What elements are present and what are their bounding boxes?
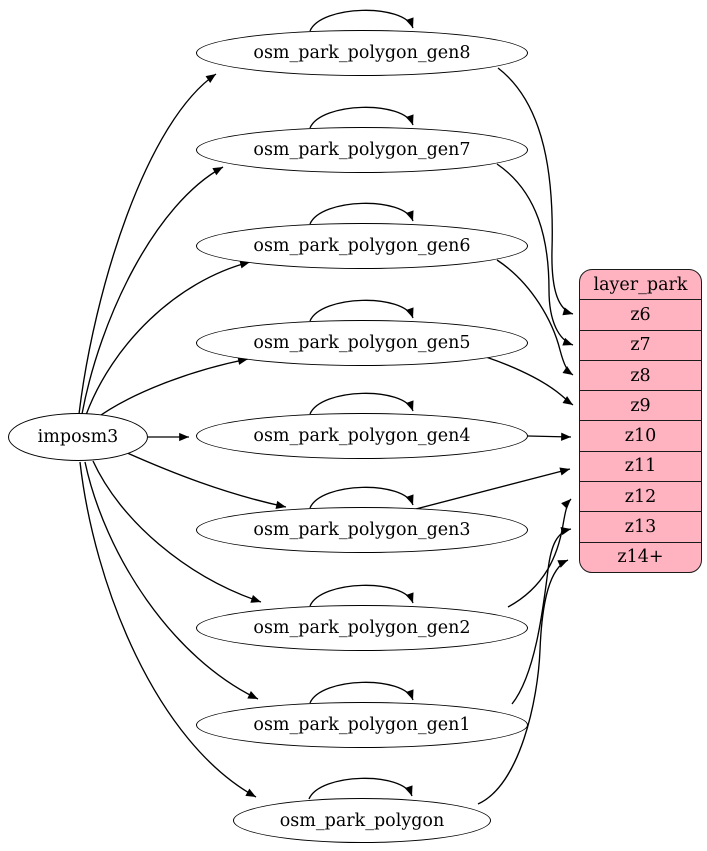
layer-park-row-z14plus: z14+ [580,541,701,572]
edge-imposm3-to-gen2 [92,460,262,603]
node-label: osm_park_polygon_gen4 [253,426,471,446]
edge-imposm3-to-gen3 [124,451,287,509]
layer-park-row-z8: z8 [580,359,701,390]
node-label: osm_park_polygon [279,810,445,831]
edge-gen4-to-z10 [527,432,572,441]
self-loop-gen1 [309,681,414,704]
node-osm-park-polygon-gen4: osm_park_polygon_gen4 [196,413,528,459]
node-label: osm_park_polygon_gen3 [253,520,471,540]
edge-imposm3-to-gen1 [84,461,259,700]
edge-osm-park-polygon-to-z14 [477,559,569,805]
edge-gen3-to-z11 [411,467,571,511]
edge-gen2-to-z12 [507,498,572,608]
node-label: osm_park_polygon_gen6 [253,236,471,256]
node-label: osm_park_polygon_gen1 [253,715,471,735]
self-loop-gen7 [309,106,414,129]
node-osm-park-polygon-gen3: osm_park_polygon_gen3 [196,507,528,553]
node-label: osm_park_polygon_gen2 [253,618,471,638]
self-loop-osm-park-polygon [308,777,413,800]
layer-park-row-z10: z10 [580,420,701,450]
node-osm-park-polygon-gen8: osm_park_polygon_gen8 [196,30,528,76]
edge-gen6-to-z8 [496,259,574,376]
node-layer-park: layer_park z6 z7 z8 z9 z10 z11 z12 z13 z… [579,269,702,573]
node-osm-park-polygon-gen1: osm_park_polygon_gen1 [196,702,528,748]
self-loop-gen6 [309,202,414,225]
edge-gen5-to-z9 [485,356,574,406]
edge-gen1-to-z13 [511,527,572,705]
layer-park-row-z11: z11 [580,450,701,481]
edge-imposm3-to-gen6 [85,260,251,416]
node-label: osm_park_polygon_gen5 [253,333,471,353]
layer-park-row-z6: z6 [580,299,701,329]
node-osm-park-polygon: osm_park_polygon [233,798,491,843]
layer-park-row-z13: z13 [580,511,701,541]
self-loop-gen2 [309,584,414,607]
node-label: osm_park_polygon_gen8 [253,43,471,63]
layer-park-row-z12: z12 [580,481,701,511]
node-imposm3-label: imposm3 [37,427,119,447]
node-osm-park-polygon-gen5: osm_park_polygon_gen5 [196,320,528,366]
layer-park-row-z9: z9 [580,390,701,420]
layer-park-row-z7: z7 [580,329,701,360]
edge-imposm3-to-gen8 [78,73,217,415]
node-label: osm_park_polygon_gen7 [253,140,471,160]
node-osm-park-polygon-gen7: osm_park_polygon_gen7 [196,127,528,173]
self-loop-gen3 [309,486,414,509]
node-osm-park-polygon-gen2: osm_park_polygon_gen2 [196,605,528,651]
node-imposm3: imposm3 [8,413,148,461]
edge-imposm3-to-osm-park-polygon [79,461,257,798]
self-loop-gen8 [309,9,414,32]
edge-gen8-to-z6 [497,67,574,316]
layer-park-title: layer_park [593,274,688,295]
edge-imposm3-to-gen7 [81,166,224,415]
self-loop-gen4 [309,392,414,415]
edge-imposm3-to-gen5 [93,356,249,421]
node-osm-park-polygon-gen6: osm_park_polygon_gen6 [196,223,528,269]
self-loop-gen5 [309,299,414,322]
edge-gen7-to-z7 [496,163,574,346]
